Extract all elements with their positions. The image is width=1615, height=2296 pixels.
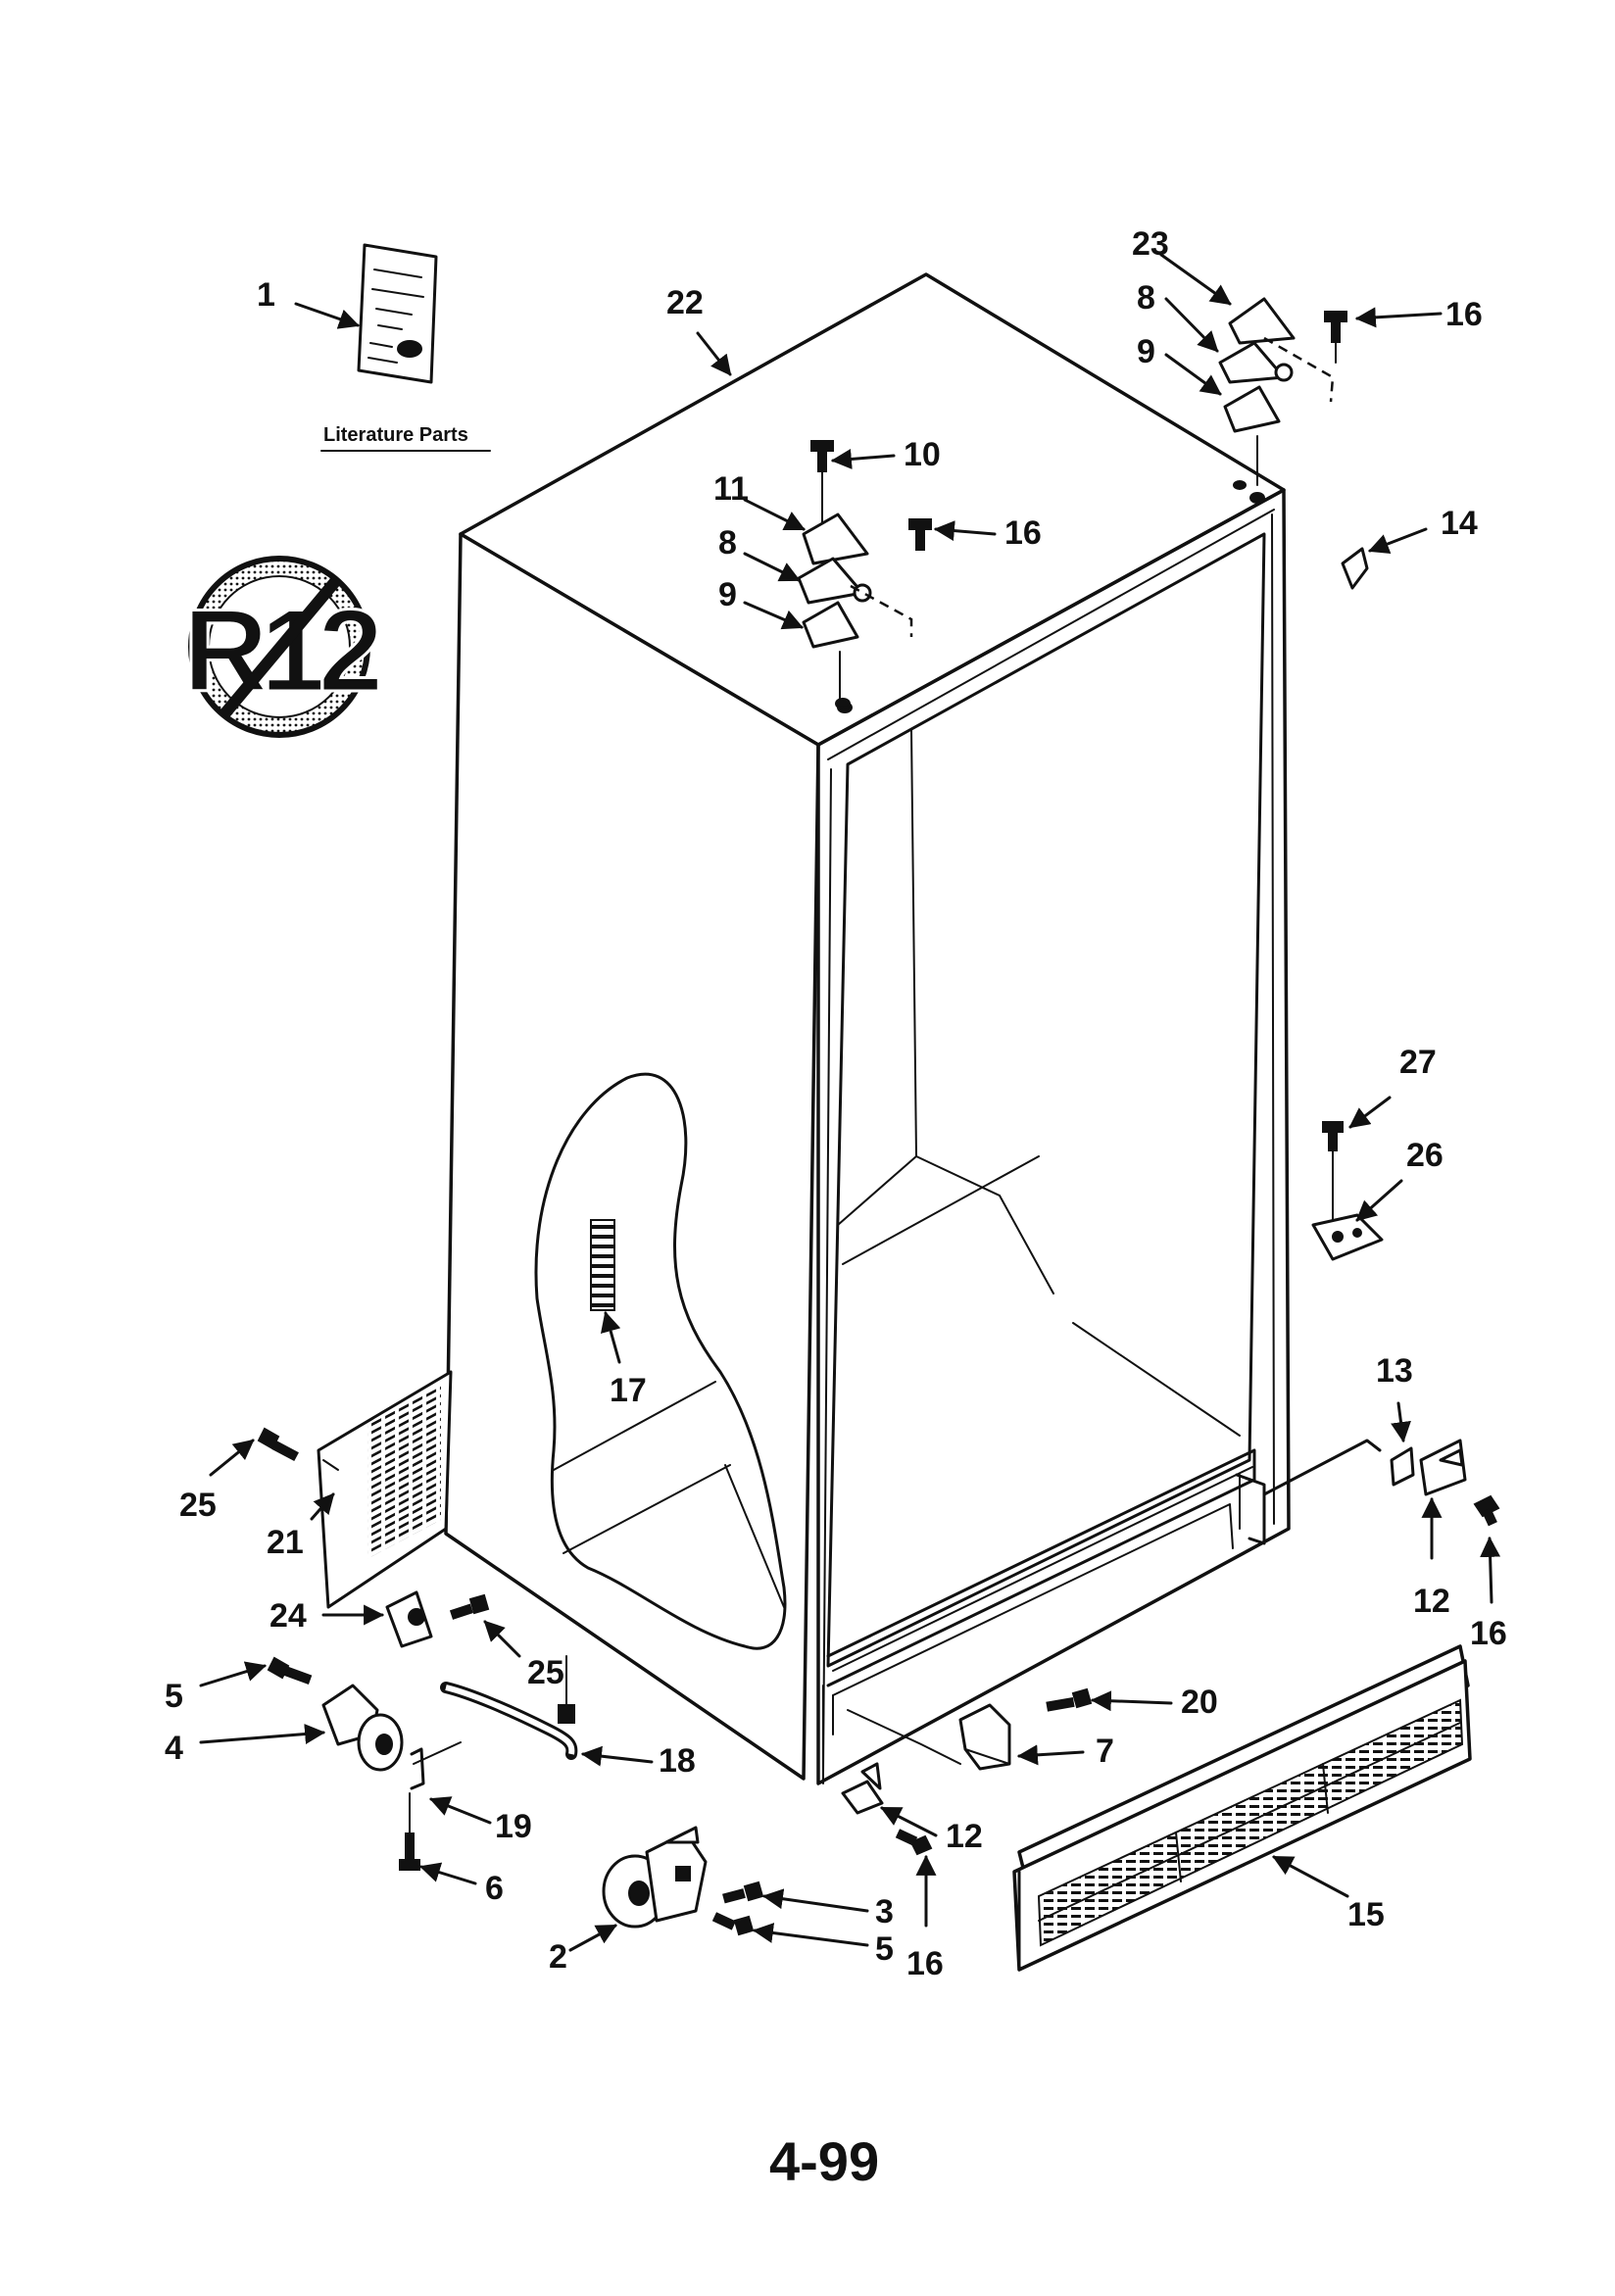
label-12-bottom: 12 xyxy=(946,1818,983,1855)
label-16-right: 16 xyxy=(1470,1615,1507,1652)
label-10: 10 xyxy=(904,436,941,473)
bracket-26 xyxy=(1311,1121,1384,1261)
label-1: 1 xyxy=(257,276,275,314)
screw-5-left xyxy=(267,1656,313,1685)
label-18: 18 xyxy=(659,1742,696,1780)
label-25-bottom: 25 xyxy=(527,1654,564,1691)
label-14: 14 xyxy=(1441,505,1478,542)
screw-25-left xyxy=(257,1427,299,1462)
label-19: 19 xyxy=(495,1808,532,1845)
leader-arrows xyxy=(199,253,1501,1952)
screw-20 xyxy=(1046,1687,1093,1712)
label-26: 26 xyxy=(1406,1137,1444,1174)
no-r12-badge: R12 xyxy=(181,556,388,738)
hinge-bracket-right xyxy=(1262,1439,1500,1527)
screw-25-bottom xyxy=(449,1593,490,1620)
label-8-top: 8 xyxy=(1137,279,1155,317)
cabinet-shell xyxy=(444,272,1291,1785)
label-6: 6 xyxy=(485,1870,504,1907)
label-22: 22 xyxy=(666,284,704,321)
screw-16-top xyxy=(1324,311,1347,364)
roller-assembly-bottom xyxy=(602,1687,1093,1936)
hinge-top-right xyxy=(1218,297,1347,486)
label-12-right: 12 xyxy=(1413,1583,1450,1620)
roller-assembly-left xyxy=(267,1590,578,1871)
label-9-top: 9 xyxy=(1137,333,1155,370)
label-8-mid: 8 xyxy=(718,524,737,562)
label-25-left: 25 xyxy=(179,1487,217,1524)
screw-16-right xyxy=(1473,1494,1500,1527)
screw-16-mid xyxy=(908,518,932,551)
literature-caption: Literature Parts xyxy=(323,424,468,446)
label-16-bottom: 16 xyxy=(906,1945,944,1982)
insulation-cutaway xyxy=(534,1072,787,1650)
label-20: 20 xyxy=(1181,1684,1218,1721)
label-13: 13 xyxy=(1376,1352,1413,1390)
label-15: 15 xyxy=(1347,1896,1385,1933)
label-11: 11 xyxy=(713,470,749,508)
label-7: 7 xyxy=(1096,1733,1114,1770)
label-27: 27 xyxy=(1399,1044,1437,1081)
clip-14 xyxy=(1341,547,1369,590)
rear-grille-21 xyxy=(257,1370,453,1609)
toe-grille-15 xyxy=(1012,1644,1472,1972)
label-17: 17 xyxy=(610,1372,647,1409)
label-3: 3 xyxy=(875,1893,894,1930)
label-2: 2 xyxy=(549,1938,567,1976)
label-4: 4 xyxy=(165,1730,183,1767)
label-5-bottom: 5 xyxy=(875,1930,894,1968)
screw-6 xyxy=(399,1792,420,1871)
label-21: 21 xyxy=(267,1524,304,1561)
label-24: 24 xyxy=(269,1597,307,1635)
label-9-mid: 9 xyxy=(718,576,737,613)
screw-5-bottom xyxy=(711,1912,755,1936)
screw-16-bottom xyxy=(895,1829,933,1856)
page-number: 4-99 xyxy=(769,2130,879,2192)
literature-booklet xyxy=(357,243,438,384)
screw-3 xyxy=(722,1881,764,1904)
callout-labels: 1 22 23 8 9 16 10 11 8 9 16 14 27 26 17 … xyxy=(165,225,1507,1982)
label-23: 23 xyxy=(1132,225,1169,263)
label-16-top: 16 xyxy=(1445,296,1483,333)
label-16-mid: 16 xyxy=(1004,514,1042,552)
coil-17 xyxy=(590,1219,615,1311)
label-5-left: 5 xyxy=(165,1678,183,1715)
